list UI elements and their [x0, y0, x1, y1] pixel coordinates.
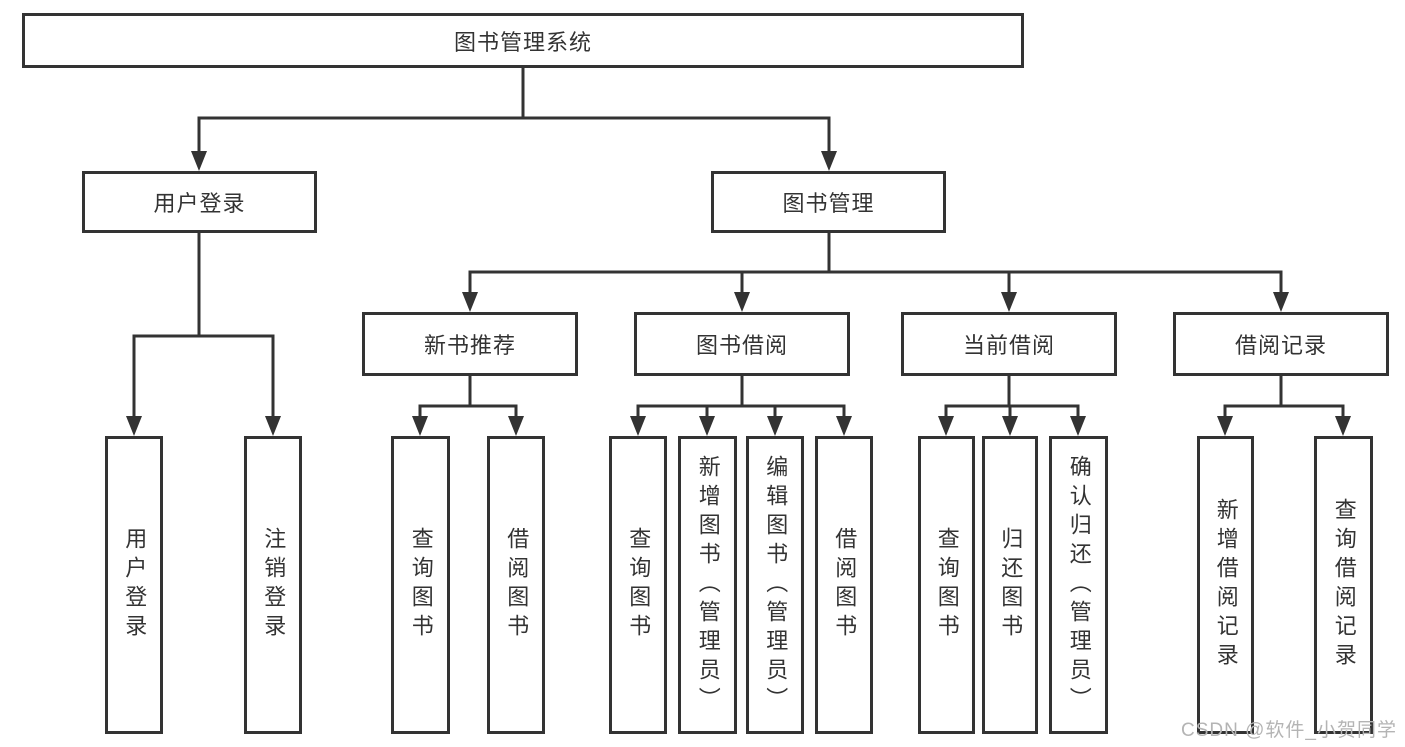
node-label: 用户登录	[153, 191, 246, 216]
csdn-watermark: CSDN @软件_小贺同学	[1181, 720, 1397, 741]
node-label: 新书推荐	[423, 333, 516, 358]
leaf-add-books-admin: 新增图书（管理员）	[678, 436, 737, 734]
node-current-borrow: 当前借阅	[901, 312, 1117, 376]
node-book-borrow: 图书借阅	[634, 312, 850, 376]
node-label: 图书管理系统	[453, 29, 592, 55]
leaf-add-borrow-record: 新增借阅记录	[1197, 436, 1254, 734]
node-root-book-management-system: 图书管理系统	[22, 13, 1024, 68]
leaf-label: 归还图书	[998, 527, 1024, 643]
leaf-user-login: 用户登录	[105, 436, 163, 734]
leaf-label: 新增图书（管理员）	[695, 454, 721, 716]
leaf-borrow-books: 借阅图书	[815, 436, 873, 734]
node-label: 当前借阅	[962, 333, 1055, 358]
node-label: 借阅记录	[1234, 333, 1327, 358]
leaf-borrow-books-recommend: 借阅图书	[487, 436, 545, 734]
leaf-query-books-borrow: 查询图书	[609, 436, 667, 734]
leaf-label: 用户登录	[122, 527, 148, 643]
leaf-label: 查询图书	[408, 527, 434, 643]
leaf-query-borrow-record: 查询借阅记录	[1314, 436, 1373, 734]
node-label: 图书借阅	[695, 333, 788, 358]
leaf-label: 借阅图书	[832, 527, 858, 643]
leaf-label: 编辑图书（管理员）	[763, 454, 789, 716]
leaf-logout-login: 注销登录	[244, 436, 302, 734]
node-borrow-records: 借阅记录	[1173, 312, 1389, 376]
node-label: 图书管理	[782, 191, 875, 216]
leaf-edit-books-admin: 编辑图书（管理员）	[746, 436, 804, 734]
leaf-label: 借阅图书	[504, 527, 530, 643]
leaf-label: 新增借阅记录	[1213, 498, 1239, 672]
leaf-label: 查询借阅记录	[1331, 498, 1357, 672]
leaf-label: 查询图书	[626, 527, 652, 643]
leaf-label: 查询图书	[934, 527, 960, 643]
leaf-confirm-return-admin: 确认归还（管理员）	[1049, 436, 1108, 734]
node-book-management: 图书管理	[711, 171, 946, 233]
leaf-query-books-recommend: 查询图书	[391, 436, 450, 734]
leaf-query-books-current: 查询图书	[918, 436, 975, 734]
leaf-label: 注销登录	[261, 527, 287, 643]
leaf-label: 确认归还（管理员）	[1066, 454, 1092, 716]
leaf-return-books: 归还图书	[982, 436, 1038, 734]
node-new-book-recommend: 新书推荐	[362, 312, 578, 376]
node-user-login: 用户登录	[82, 171, 317, 233]
